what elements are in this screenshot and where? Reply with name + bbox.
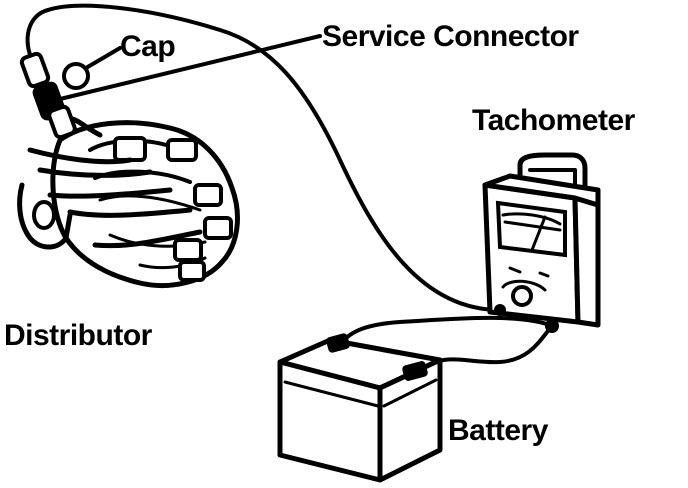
service-connector-label: Service Connector [322, 20, 579, 53]
tachometer-lead-wire [46, 3, 502, 312]
cap-leader-line [84, 46, 122, 70]
battery-label: Battery [448, 414, 549, 447]
cap-drawing [62, 62, 90, 90]
battery-drawing [277, 333, 443, 483]
tachometer-drawing [482, 152, 601, 333]
tachometer-to-battery-positive-wire [338, 315, 554, 347]
distributor-label: Distributor [4, 319, 153, 352]
service-connector-drawing [19, 8, 77, 140]
distributor-drawing [17, 116, 240, 288]
cap-label: Cap [120, 30, 175, 63]
tachometer-label: Tachometer [472, 104, 636, 137]
service-connector-leader-line [54, 34, 322, 102]
